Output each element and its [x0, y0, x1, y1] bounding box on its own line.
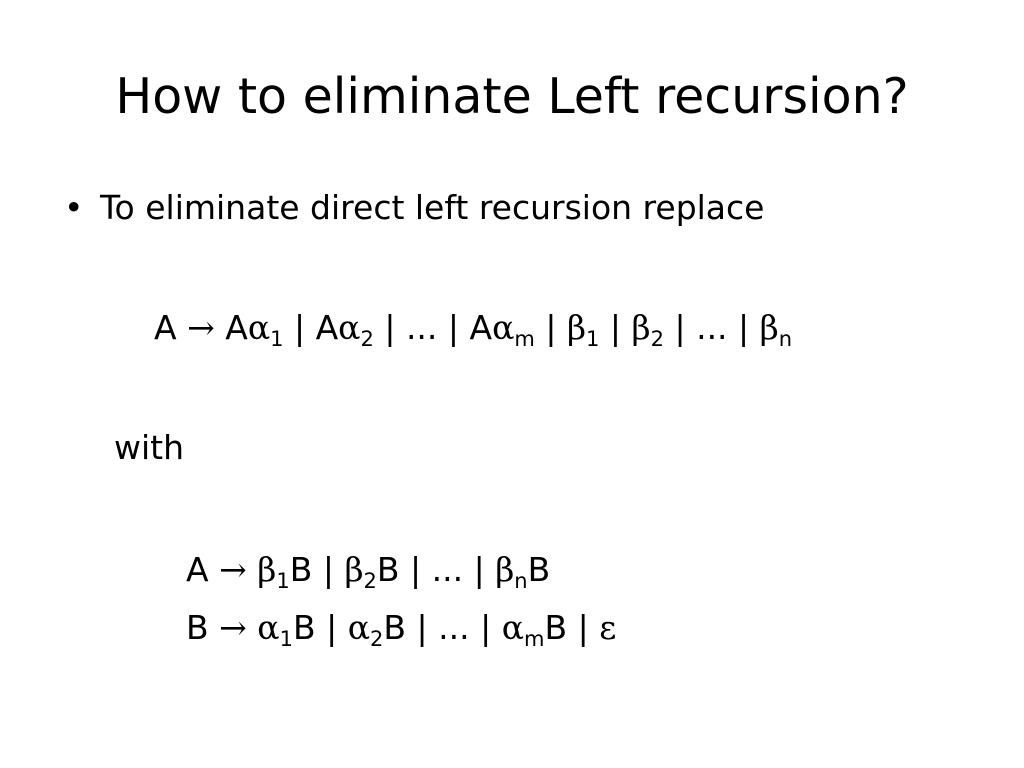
new-production-b: B → α1B | α2B | ... | αmB | ε	[186, 604, 616, 652]
new-production-a: A → β1B | β2B | ... | βnB	[186, 546, 550, 594]
greek-symbol: α	[338, 308, 361, 347]
formula-text: |	[534, 308, 567, 347]
subscript: 1	[276, 569, 290, 593]
formula-text: B | ... |	[383, 608, 502, 647]
original-production: A → Aα1 | Aα2 | ... | Aαm | β1 | β2 | ..…	[154, 304, 792, 352]
greek-symbol: ε	[599, 608, 617, 647]
formula-text: B | ... |	[376, 550, 496, 589]
formula-text: | ... | A	[373, 308, 493, 347]
production-lhs: A	[154, 308, 177, 347]
production-rhs: Aα1 | Aα2 | ... | Aαm | β1 | β2 | ... | …	[225, 308, 792, 350]
subscript: 2	[650, 327, 664, 351]
subscript: 2	[370, 627, 384, 651]
greek-symbol: α	[247, 308, 271, 347]
greek-symbol: α	[347, 608, 371, 647]
arrow-symbol: →	[187, 308, 215, 347]
subscript: 2	[363, 569, 377, 593]
formula-text: | A	[283, 308, 339, 347]
greek-symbol: β	[257, 550, 277, 589]
slide-title: How to eliminate Left recursion?	[115, 68, 909, 125]
production-lhs: B	[186, 608, 209, 647]
formula-text: B |	[292, 608, 348, 647]
greek-symbol: β	[495, 550, 515, 589]
formula-text: B	[527, 550, 551, 589]
subscript: n	[778, 327, 793, 351]
bullet-text: To eliminate direct left recursion repla…	[100, 188, 765, 227]
arrow-symbol: →	[219, 550, 247, 589]
subscript: 1	[270, 327, 284, 351]
subscript: m	[524, 627, 545, 651]
greek-symbol: β	[344, 550, 364, 589]
greek-symbol: α	[501, 608, 524, 647]
production-rhs: α1B | α2B | ... | αmB | ε	[257, 608, 617, 650]
greek-symbol: β	[631, 308, 651, 347]
formula-text: | ... |	[663, 308, 760, 347]
formula-text: B |	[289, 550, 345, 589]
arrow-symbol: →	[219, 608, 247, 647]
bullet-marker: •	[64, 188, 84, 227]
formula-text: A	[225, 308, 248, 347]
subscript: 2	[360, 327, 374, 351]
subscript: m	[514, 327, 535, 351]
greek-symbol: α	[492, 308, 515, 347]
formula-text: |	[599, 308, 632, 347]
subscript: n	[514, 569, 528, 593]
subscript: 1	[279, 627, 293, 651]
greek-symbol: α	[257, 608, 280, 647]
formula-text: B |	[544, 608, 600, 647]
subscript: 1	[586, 327, 600, 351]
greek-symbol: β	[759, 308, 779, 347]
bullet-item: • To eliminate direct left recursion repl…	[64, 184, 764, 232]
greek-symbol: β	[566, 308, 587, 347]
with-label: with	[114, 428, 185, 467]
production-rhs: β1B | β2B | ... | βnB	[257, 550, 551, 592]
production-lhs: A	[186, 550, 209, 589]
